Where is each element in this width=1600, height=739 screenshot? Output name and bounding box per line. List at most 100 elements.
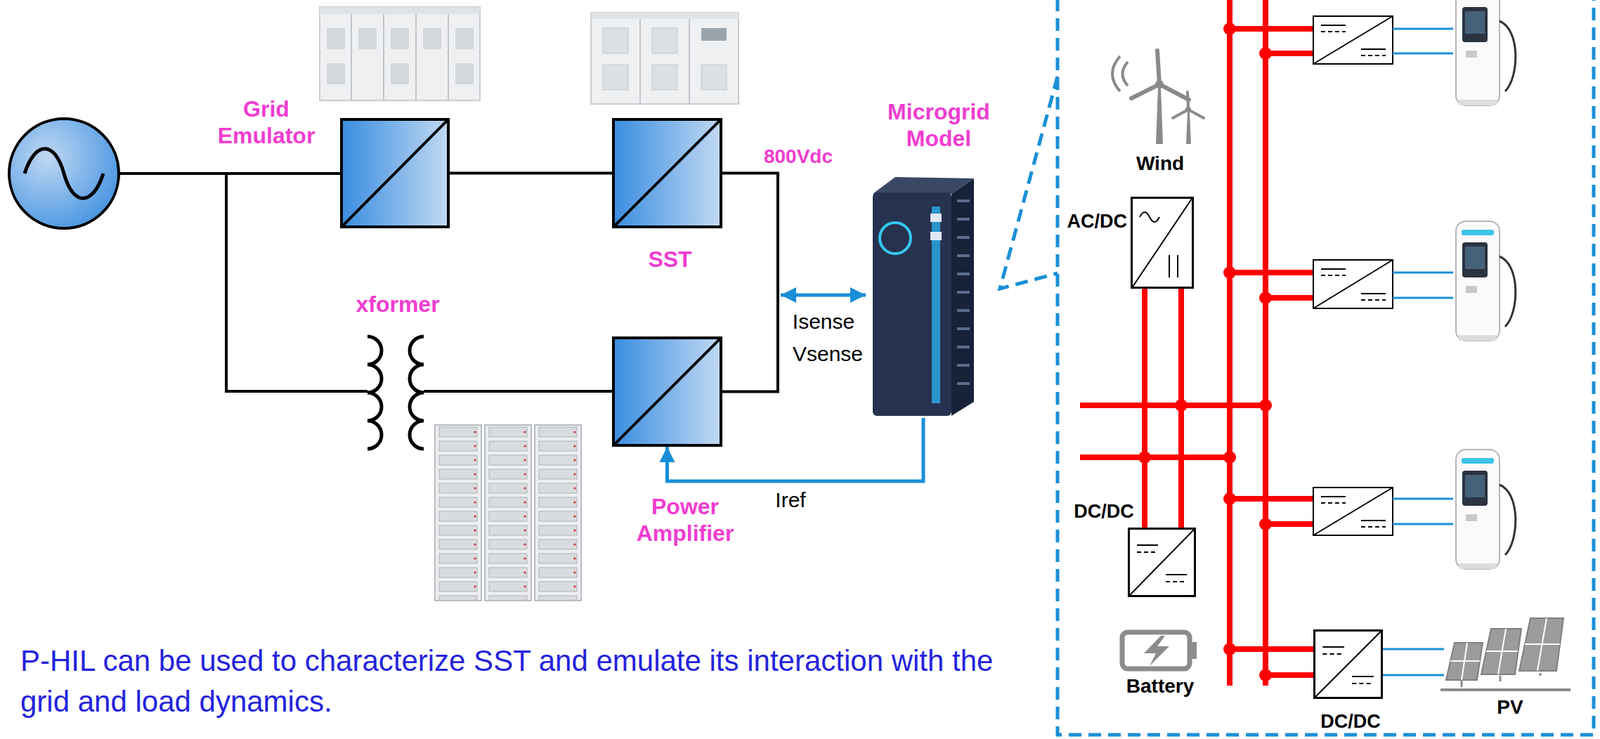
converter-diagonal [1129,529,1194,596]
cabinet-panel [652,28,678,54]
connector [449,172,613,175]
ev-charger [1455,449,1516,570]
dc-symbol [1169,255,1178,278]
dc-bus [1229,0,1266,686]
cabinet-panel [602,64,629,90]
cabinet-door [640,18,690,104]
cabinet-panel [701,64,727,90]
rack-slot [957,236,970,239]
rack-slot [957,272,970,276]
wind-turbine [1155,87,1163,145]
junction-dot [1174,399,1188,412]
cabinet-panel [652,64,678,90]
rack-slot [957,382,970,386]
charger-converter [1313,487,1393,536]
converter-box: DC/DC [1313,629,1383,700]
cabinet [319,7,480,101]
junction-dot [1259,47,1272,60]
junction-dot [1138,451,1151,464]
connector [722,173,778,393]
rack-slot [957,363,970,367]
junction-dot [1259,291,1272,305]
cabinet-door [351,14,449,101]
cabinet-vent [390,63,409,85]
pv-ground [1440,688,1571,692]
rack-indicator [930,231,942,241]
node-label: DC/DC [1065,500,1143,523]
rack-slot [957,290,970,294]
dc-bus [1080,0,1314,686]
dc-symbol [1321,31,1386,56]
dc-symbol [1321,275,1386,301]
converter-symbol [1129,529,1194,596]
dc-symbol [1136,552,1187,582]
node-label: SST [614,245,726,273]
junction-dot [1223,22,1237,36]
label: Battery [1126,674,1194,699]
node-label: Grid Emulator [206,95,327,150]
cabinet-vent [326,28,346,50]
label: Isense [792,309,855,335]
converter-box: Power Amplifier [612,336,723,447]
converter-diagonal [1313,16,1393,64]
converter-symbol [1132,198,1192,287]
converter-diagonal [1313,487,1393,536]
cabinet-panel [602,28,629,54]
dc-symbol [1321,25,1386,50]
node-label: DC/DC [1308,710,1393,733]
converter-diagonal [1313,259,1393,309]
wind-blade [1131,50,1189,100]
converter-box [1313,16,1393,64]
junction-dot [1223,266,1237,279]
cabinet-top [319,7,480,15]
zoom-region [1057,0,1594,736]
ev-charger [1455,0,1516,106]
converter-box [1313,487,1393,536]
junction-dot [1259,668,1272,682]
cabinet-vent [423,28,442,50]
cabinet [590,12,739,104]
dc-symbol [1322,654,1374,684]
label: Wind [1136,151,1185,176]
dc-symbol [1321,496,1386,521]
output-line [1382,28,1454,676]
signal-label: Iref [772,487,809,513]
converter-diagonal [1132,198,1192,287]
converter-box: SST [612,118,723,229]
converter-diagonal [614,339,720,445]
converter-box: AC/DC [1130,196,1194,289]
ac-symbol [1139,212,1160,223]
battery-icon [1122,632,1190,669]
rack-front [872,192,952,416]
label: PV [1496,695,1523,720]
converter-diagonal [1315,631,1381,698]
converter-symbol [614,339,720,445]
rack-slot [957,345,970,349]
cabinet-vent [326,63,346,85]
converter-box: Grid Emulator [340,118,450,229]
cabinet-display [701,28,727,41]
ev-charger [1455,221,1516,341]
transformer-coil [409,336,424,450]
dc-symbol [1321,269,1386,294]
pv-grid [1450,618,1560,681]
rack-figure [867,171,980,419]
dc-bus [1080,405,1266,458]
label: 800Vdc [763,144,833,169]
rack-slot [957,254,970,258]
junction-dot [1223,451,1237,464]
wire [423,389,613,393]
rack-slot [957,199,970,203]
caption: P-HIL can be used to characterize SST an… [20,640,1047,723]
junction-dot [1223,642,1237,656]
cabinet-vent [390,28,409,50]
zoom-line [999,76,1058,289]
converter-box: DC/DC [1127,527,1196,598]
converter-symbol [342,120,447,226]
dc-symbol [1322,647,1374,677]
rack-side [951,178,974,416]
junction-dot [1259,517,1272,531]
